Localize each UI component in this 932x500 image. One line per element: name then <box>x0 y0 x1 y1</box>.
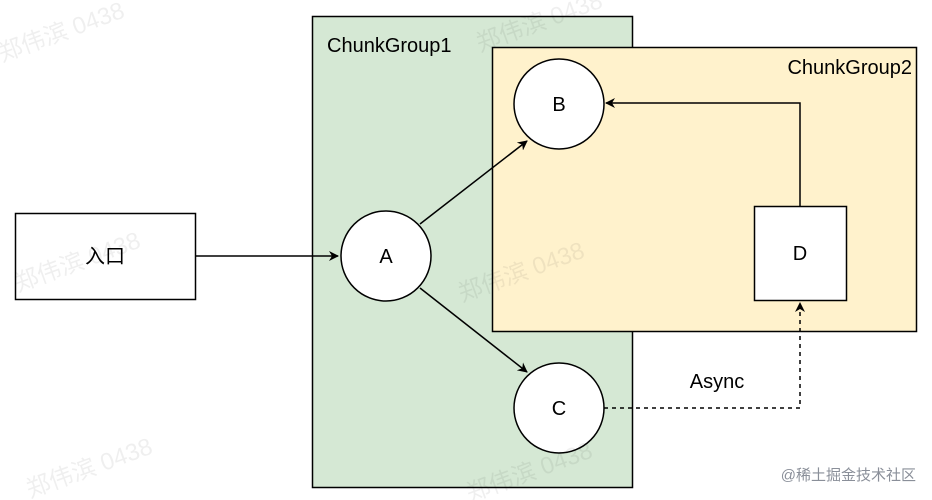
site-credit: @稀土掘金技术社区 <box>781 467 916 484</box>
edge-c-to-d-async <box>604 302 805 409</box>
edge-a-to-c <box>419 287 528 373</box>
edge-d-to-b <box>605 98 801 206</box>
watermark-text: 郑伟滨 0438 <box>0 0 128 68</box>
edge-a-to-b <box>419 140 528 225</box>
node-a[interactable] <box>340 210 432 302</box>
node-d-label: D <box>793 243 807 265</box>
node-b-label: B <box>552 94 565 116</box>
edge-async-label: Async <box>690 371 744 393</box>
chunkgroup1-label: ChunkGroup1 <box>327 35 452 57</box>
node-a-label: A <box>379 246 393 268</box>
chunkgroup2-label: ChunkGroup2 <box>787 57 912 79</box>
node-b[interactable] <box>513 58 605 150</box>
node-entry-label: 入口 <box>85 246 125 268</box>
node-entry[interactable] <box>14 212 197 301</box>
node-c[interactable] <box>513 362 605 454</box>
node-d[interactable] <box>753 205 848 302</box>
watermark-text: 郑伟滨 0438 <box>23 433 156 500</box>
node-c-label: C <box>552 398 566 420</box>
